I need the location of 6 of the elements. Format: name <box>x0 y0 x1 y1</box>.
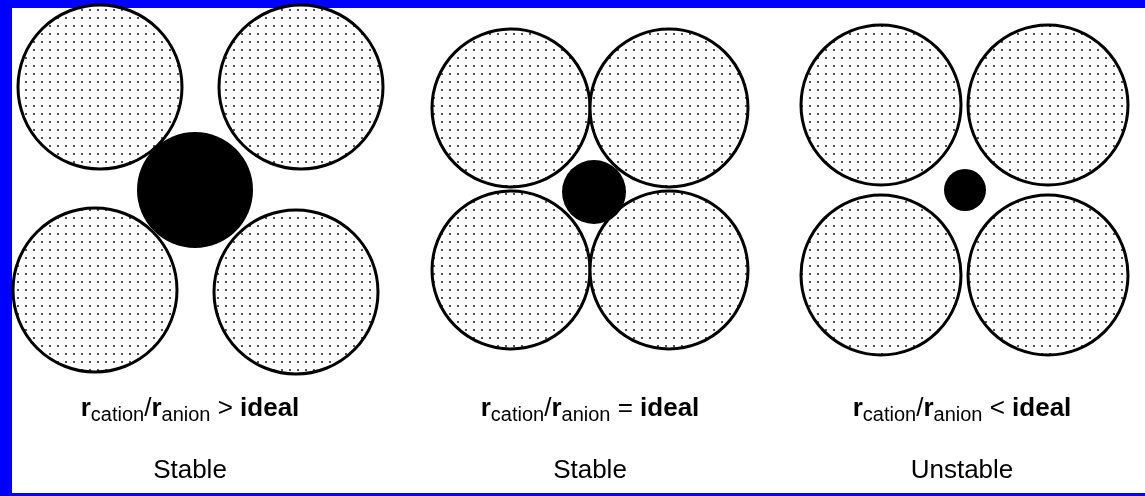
radius-ratio-label: r$_{cation}$/r$_{anion}$ < ideal <box>852 391 1072 424</box>
stability-label: Unstable <box>910 453 1014 486</box>
radius-ratio-label: r$_{cation}$/r$_{anion}$ = ideal <box>480 391 700 424</box>
stability-label: Stable <box>553 453 627 486</box>
stability-label: Stable <box>153 453 227 486</box>
radius-ratio-label: r$_{cation}$/r$_{anion}$ > ideal <box>80 391 300 424</box>
